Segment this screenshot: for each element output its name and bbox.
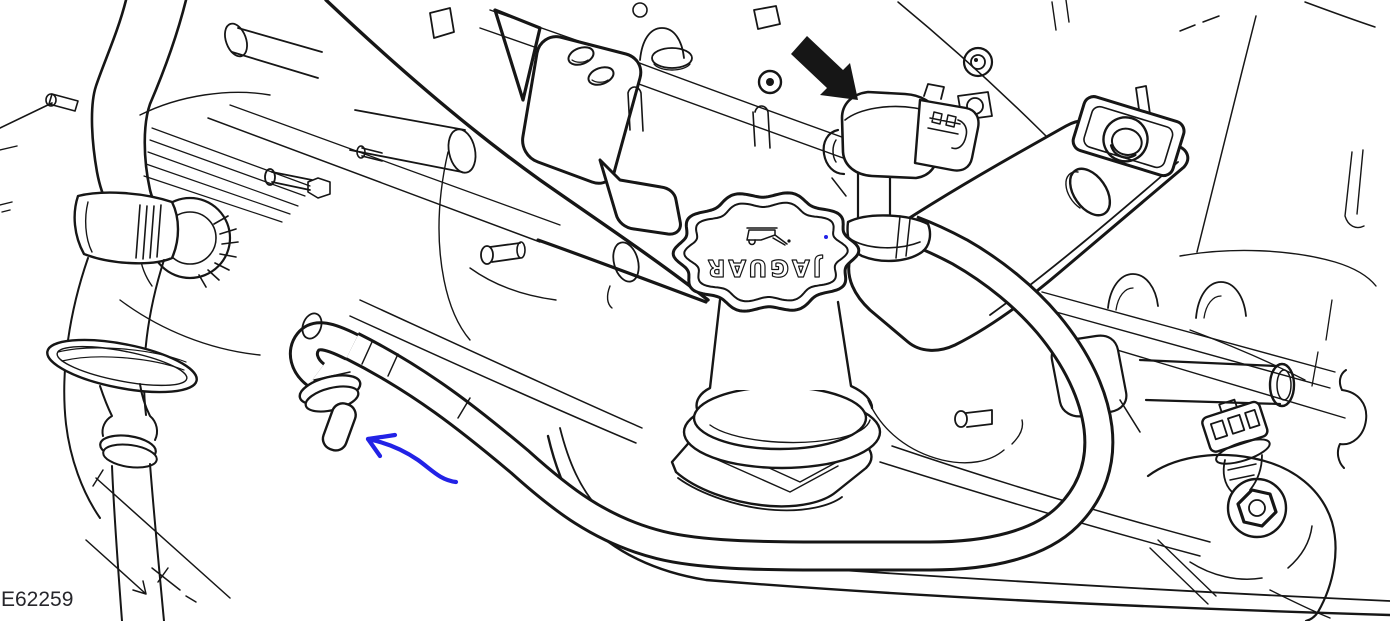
cap-outer-edge [671,191,861,313]
arm-slot [1068,167,1112,217]
jaguar-logo-text: JAGUAR [705,254,824,280]
cap-inner-edge [683,201,849,303]
sensor-collar [846,214,932,263]
solenoid-sensor [822,83,980,263]
fitting-stem [321,402,357,452]
injector-connector [1201,398,1271,465]
top-left-machinery [0,22,477,356]
dipstick [46,338,198,621]
wire-hook [1336,369,1368,469]
sensor-connector [913,98,980,172]
figure-code: E62259 [1,588,73,611]
oil-can-icon [746,227,791,246]
fuel-rail-tube [1138,358,1282,406]
bracket-hole [587,66,615,86]
bracket-arm [847,95,1190,352]
hex-bolt [1226,477,1288,539]
arm-pad-hole [1102,116,1149,163]
bracket-hole [567,46,595,66]
quick-connect-fitting [288,312,362,452]
dipstick-handle [46,338,198,394]
cap-logo-group: JAGUAR [704,227,824,281]
hand-drawn-arrow [365,432,459,485]
stray-blue-dot [824,235,828,239]
top-center-parts [429,0,1153,236]
arm-pad [1071,95,1186,178]
filler-neck [695,298,722,411]
mounting-bracket [521,35,643,185]
vent-hose [345,215,1115,572]
upper-hose-left [63,0,188,519]
oil-filler-cap: JAGUAR [671,191,861,313]
callout-arrow [791,36,858,100]
filler-neck-base [670,298,882,512]
hose-clamp [73,191,180,265]
